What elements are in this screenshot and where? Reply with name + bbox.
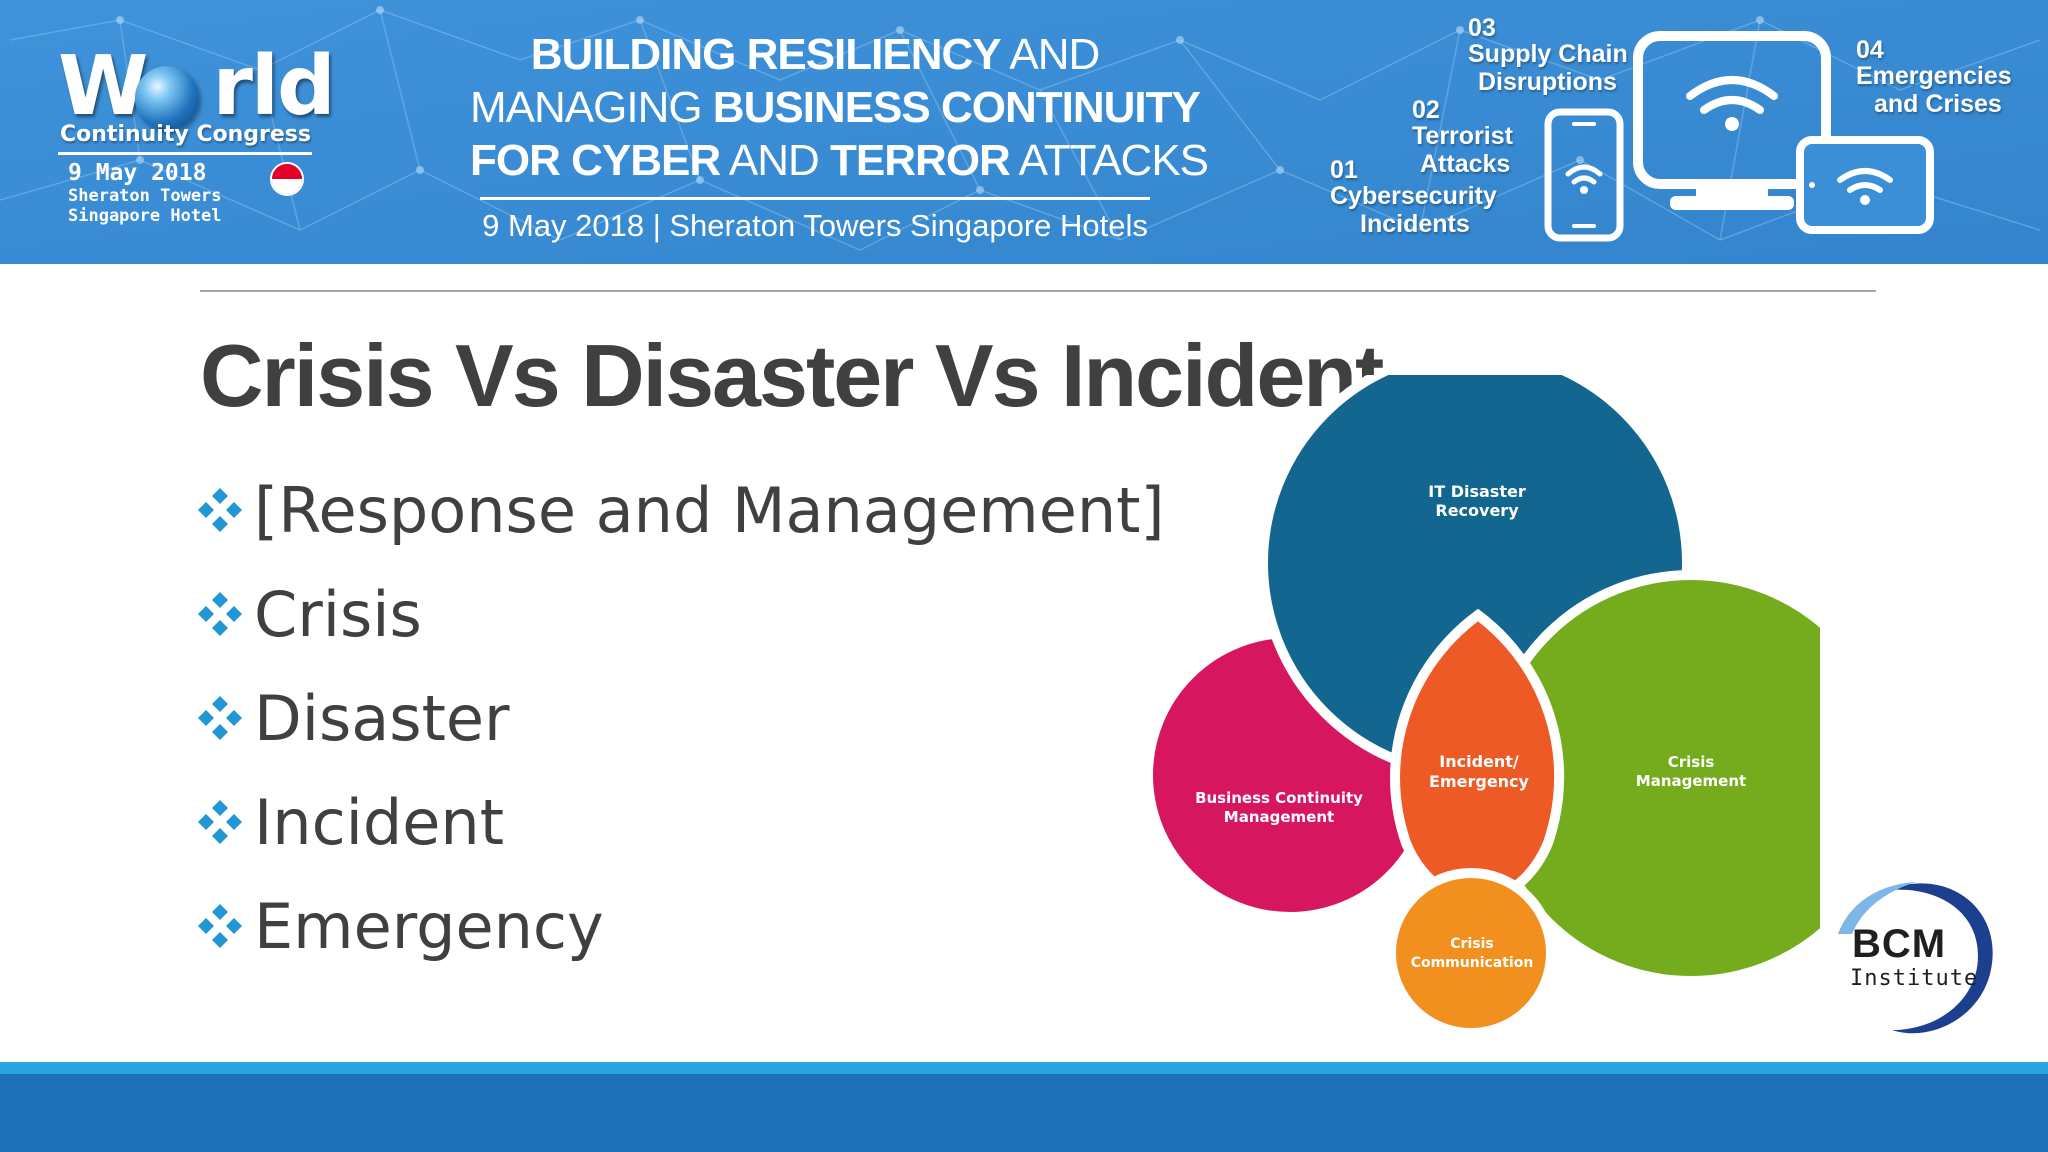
bcm-swoosh-icon xyxy=(1838,882,1993,1034)
topic-terrorist-attacks: 02 Terrorist Attacks xyxy=(1412,96,1513,179)
logo-subtitle: Continuity Congress xyxy=(60,122,311,147)
devices-illustration xyxy=(1544,31,1934,242)
crisis-communication-circle xyxy=(1386,868,1556,1035)
diamond-bullet-icon xyxy=(198,800,242,844)
logo-word-start: W xyxy=(58,39,148,134)
bcm-institute-logo: BCM Institute xyxy=(1828,870,2000,1038)
bullet-item: Incident xyxy=(192,770,1165,874)
diamond-bullet-icon xyxy=(198,904,242,948)
monitor-wifi-icon xyxy=(1633,31,1831,210)
bullet-text: Crisis xyxy=(254,577,422,651)
bullet-item: Crisis xyxy=(192,562,1165,666)
event-headline: BUILDING RESILIENCY AND MANAGING BUSINES… xyxy=(470,28,1209,244)
tablet-wifi-icon xyxy=(1796,136,1934,234)
bullet-item: [Response and Management] xyxy=(192,458,1165,562)
topic-supply-chain: 03 Supply Chain Disruptions xyxy=(1468,14,1628,97)
footer-accent-bar xyxy=(0,1062,2048,1074)
event-topics: 03 Supply Chain Disruptions 02 Terrorist… xyxy=(1320,12,2048,262)
logo-divider xyxy=(58,152,312,155)
smartphone-wifi-icon xyxy=(1544,108,1624,242)
bullet-text: Emergency xyxy=(254,889,604,963)
logo-date: 9 May 2018 xyxy=(68,160,207,186)
headline-line3: FOR CYBER AND TERROR ATTACKS xyxy=(470,136,1209,185)
headline-rule xyxy=(480,197,1150,200)
slide-title: Crisis Vs Disaster Vs Incident xyxy=(200,326,1384,425)
globe-icon xyxy=(135,66,199,130)
title-divider xyxy=(200,290,1876,292)
network-pattern-background xyxy=(0,0,2048,264)
diamond-bullet-icon xyxy=(198,488,242,532)
bullet-item: Emergency xyxy=(192,874,1165,978)
bcm-logo-name: BCM xyxy=(1852,922,1947,966)
headline-line1: BUILDING RESILIENCY AND xyxy=(530,30,1101,79)
bullet-text: Incident xyxy=(254,785,504,859)
footer-bar xyxy=(0,1074,2048,1152)
singapore-flag-icon xyxy=(270,162,304,196)
label-incident-emergency: Incident/Emergency xyxy=(1429,752,1530,791)
bullet-text: Disaster xyxy=(254,681,510,755)
logo-venue-line1: Sheraton Towers xyxy=(68,186,222,206)
bullet-list: [Response and Management] Crisis Disaste… xyxy=(192,458,1165,978)
topic-emergencies: 04 Emergencies and Crises xyxy=(1856,36,2012,119)
headline-line2: MANAGING BUSINESS CONTINUITY xyxy=(470,83,1201,132)
bullet-text: [Response and Management] xyxy=(254,473,1165,547)
diamond-bullet-icon xyxy=(198,592,242,636)
diamond-bullet-icon xyxy=(198,696,242,740)
logo-word-end: rld xyxy=(212,39,335,134)
bullet-item: Disaster xyxy=(192,666,1165,770)
topic-cybersecurity: 01 Cybersecurity Incidents xyxy=(1330,156,1497,239)
logo-venue-line2: Singapore Hotel xyxy=(68,206,222,226)
bcm-logo-sub: Institute xyxy=(1850,966,1979,991)
headline-date-venue: 9 May 2018 | Sheraton Towers Singapore H… xyxy=(482,208,1148,243)
